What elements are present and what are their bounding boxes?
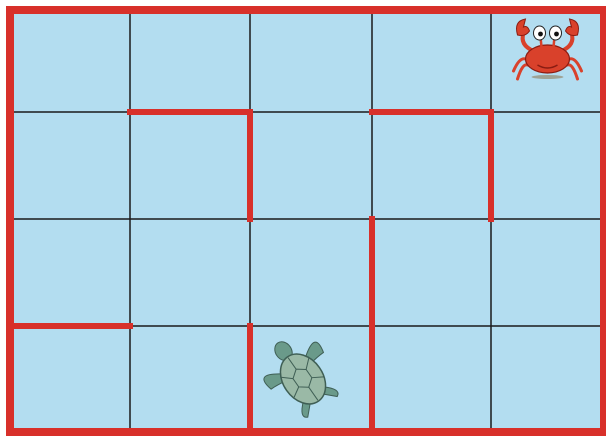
maze-cell[interactable] (491, 326, 604, 432)
maze-cell[interactable] (372, 219, 491, 326)
maze-cell[interactable] (491, 112, 604, 219)
maze-cell[interactable] (250, 10, 372, 112)
maze-cell[interactable] (491, 219, 604, 326)
maze-cell[interactable] (10, 326, 130, 432)
maze-cell[interactable] (130, 10, 250, 112)
maze-cell[interactable] (10, 10, 130, 112)
maze-cell[interactable] (130, 326, 250, 432)
maze-cell[interactable] (372, 10, 491, 112)
maze-cell[interactable] (250, 112, 372, 219)
maze-cell[interactable] (250, 219, 372, 326)
maze-cell[interactable] (10, 219, 130, 326)
maze-cell[interactable] (372, 326, 491, 432)
maze-cell[interactable] (130, 219, 250, 326)
maze-cell[interactable] (10, 112, 130, 219)
maze-cell[interactable] (372, 112, 491, 219)
maze-cell[interactable] (130, 112, 250, 219)
